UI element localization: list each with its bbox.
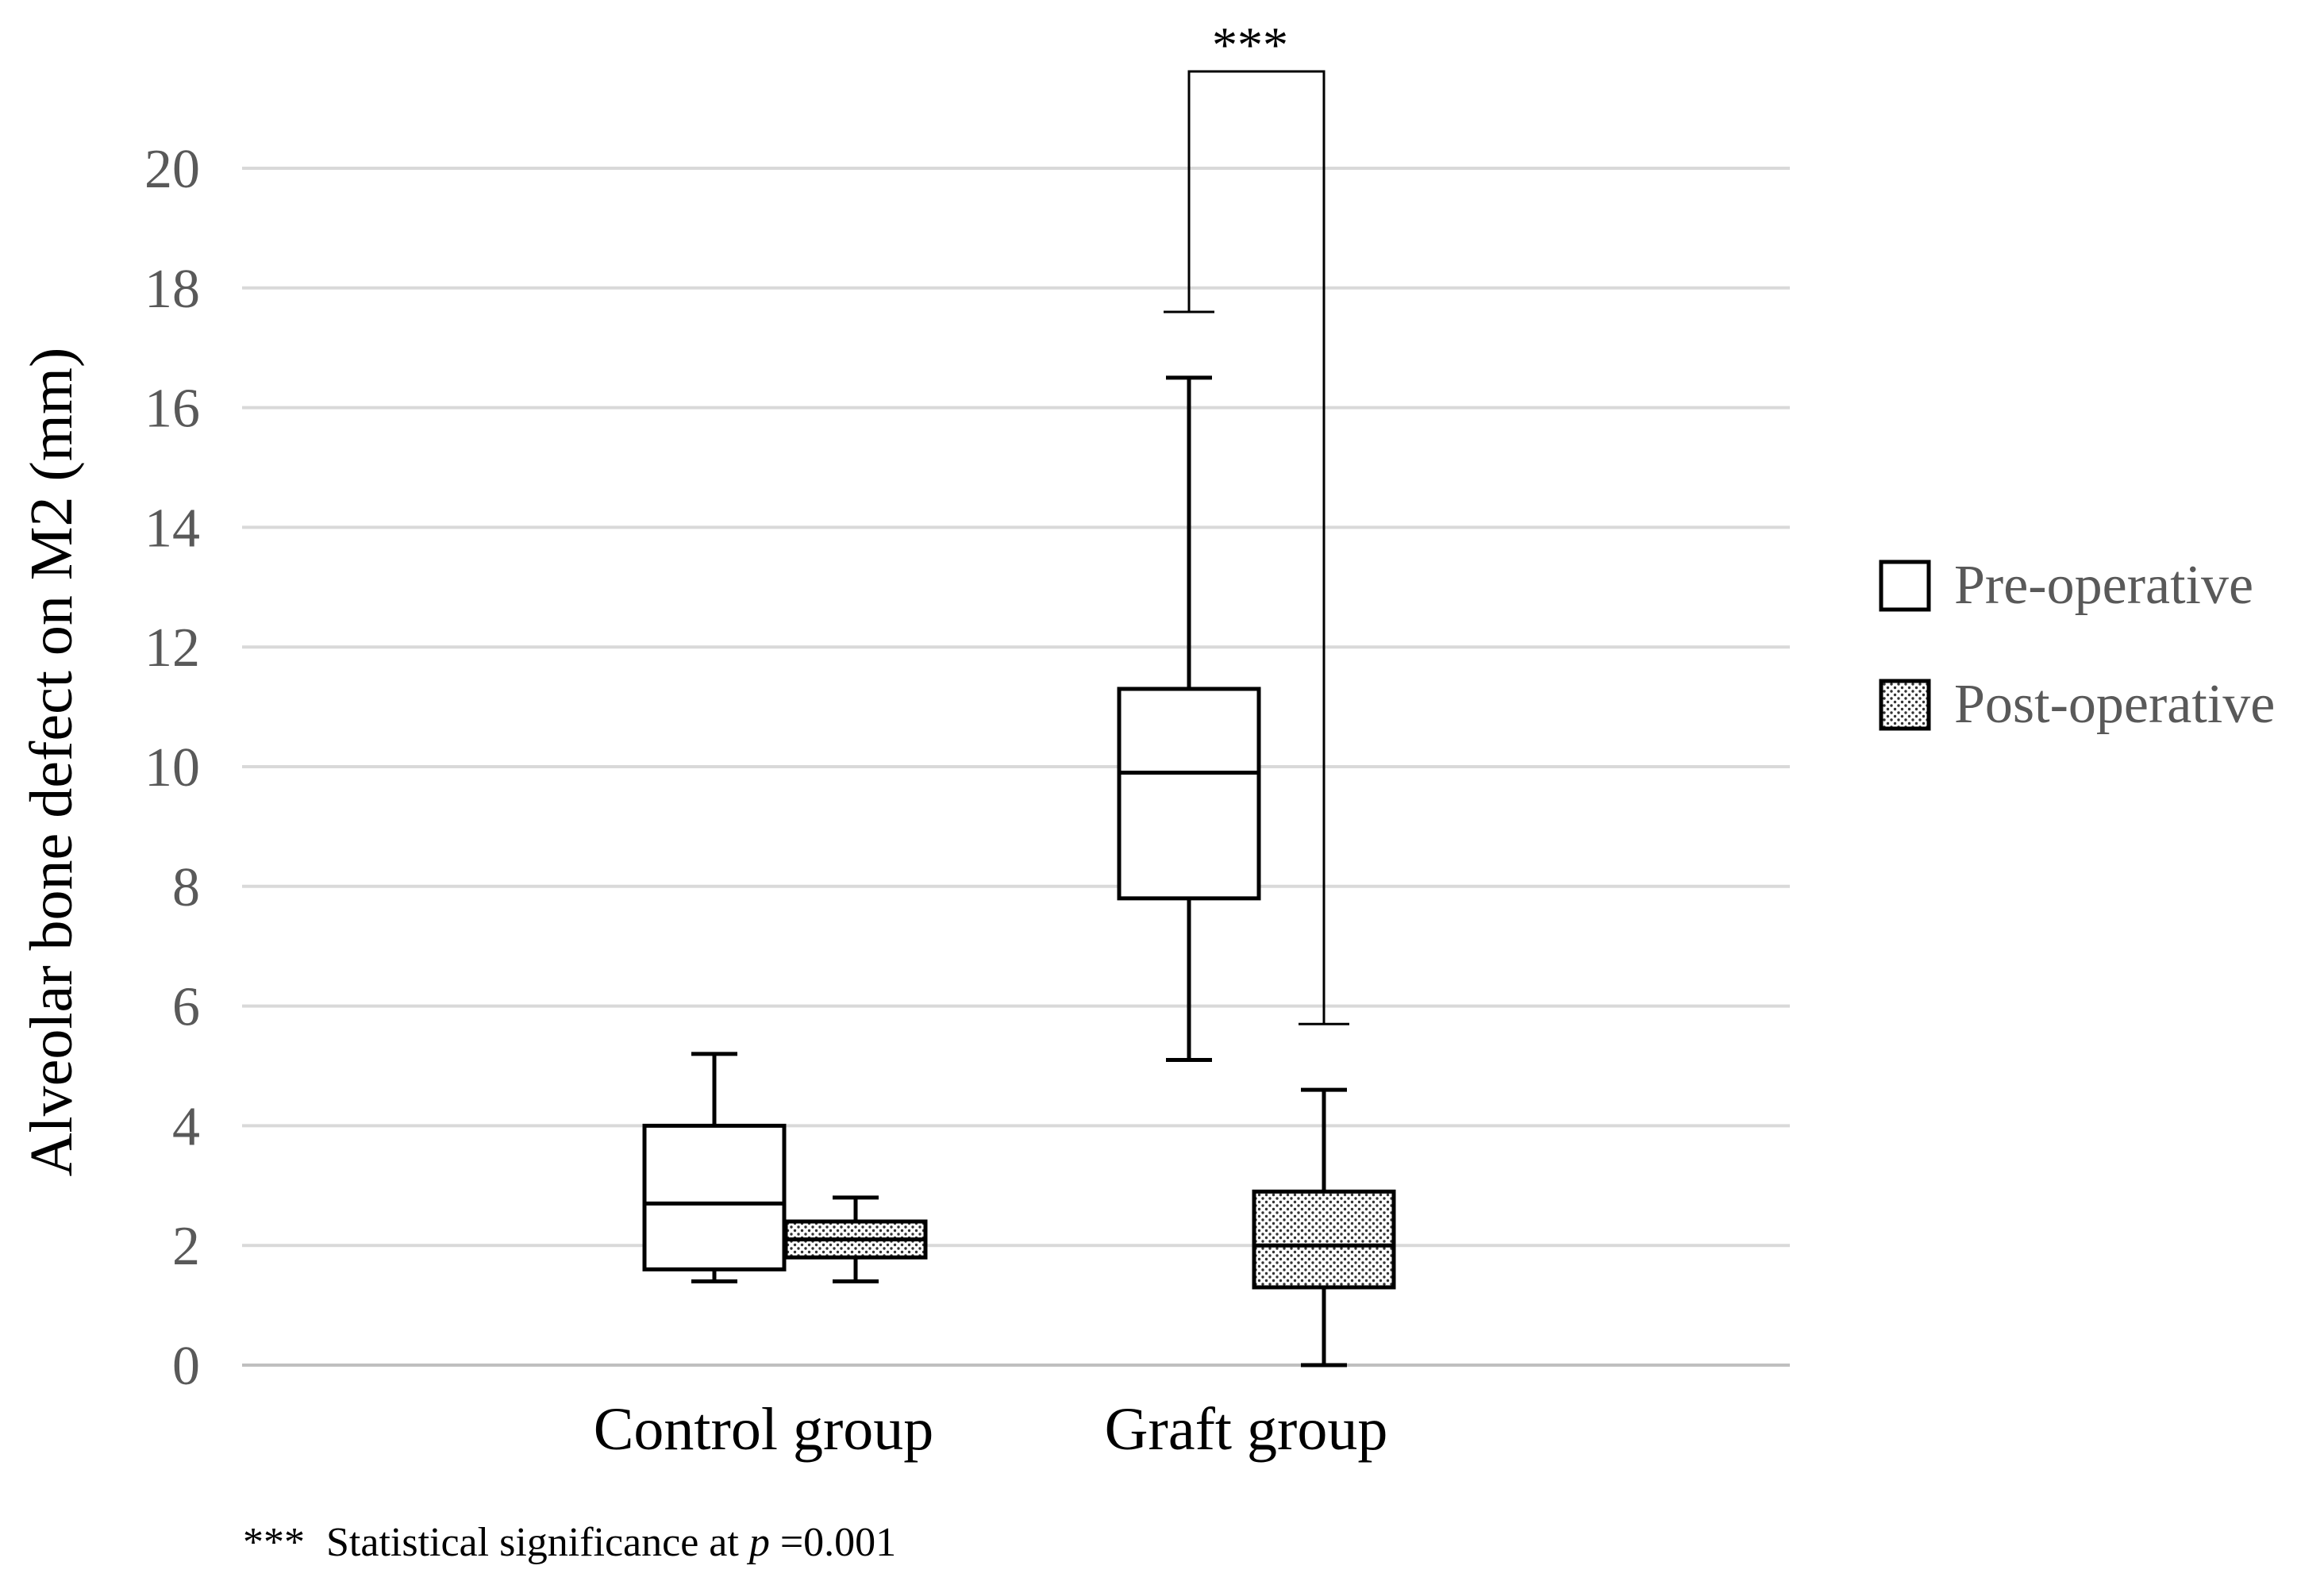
- y-tick-label: 14: [144, 498, 200, 559]
- y-tick-label: 12: [144, 617, 200, 679]
- y-axis-label: Alveolar bone defect on M2 (mm): [18, 348, 85, 1177]
- box-post-operative-1: [1252, 1087, 1396, 1368]
- footnote-p-value: =0.001: [780, 1520, 896, 1565]
- y-tick-label: 6: [172, 977, 200, 1038]
- y-tick-label: 20: [144, 139, 200, 200]
- legend-label-post-operative: Post-operative: [1954, 674, 2275, 735]
- significance-label: ***: [1212, 17, 1288, 73]
- footnote: *** Statistical significance at p =0.001: [243, 1520, 896, 1565]
- iqr-box: [1117, 687, 1261, 901]
- y-tick-label: 18: [144, 259, 200, 320]
- legend-label-pre-operative: Pre-operative: [1954, 555, 2253, 616]
- y-tick-label: 4: [172, 1096, 200, 1157]
- y-tick-label: 0: [172, 1336, 200, 1397]
- legend-swatch-pre-operative: [1879, 560, 1931, 612]
- iqr-box: [642, 1123, 787, 1271]
- y-tick-labels: 0 2 4 6 8 10 12 14 16 18 20: [144, 139, 200, 1397]
- footnote-p-symbol: p: [746, 1520, 770, 1565]
- y-tick-label: 8: [172, 857, 200, 918]
- box-pre-operative-1: [1117, 375, 1261, 1062]
- box-post-operative-0: [783, 1195, 928, 1283]
- y-tick-label: 16: [144, 379, 200, 440]
- significance-bracket: [1164, 70, 1349, 1025]
- iqr-box: [1252, 1189, 1396, 1290]
- footnote-text: Statistical significance at: [326, 1520, 749, 1565]
- legend: Pre-operative Post-operative: [1879, 555, 2275, 735]
- y-tick-label: 2: [172, 1216, 200, 1277]
- significance-bracket-line: [1187, 70, 1326, 1025]
- x-category-label-control: Control group: [594, 1396, 934, 1463]
- legend-swatch-post-operative: [1879, 679, 1931, 731]
- gridlines: [242, 167, 1790, 1367]
- footnote-marker: ***: [243, 1520, 305, 1565]
- boxes: [642, 375, 1396, 1368]
- y-tick-label: 10: [144, 737, 200, 798]
- box-pre-operative-0: [642, 1052, 787, 1283]
- x-category-label-graft: Graft group: [1105, 1396, 1388, 1463]
